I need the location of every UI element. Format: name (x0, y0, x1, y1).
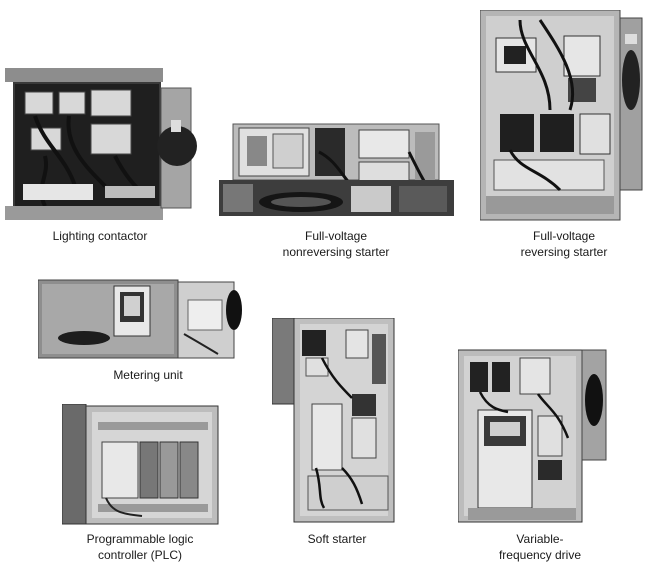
caption-soft-starter: Soft starter (257, 531, 417, 547)
variable-frequency-drive-photo (458, 348, 608, 524)
caption-line: nonreversing starter (282, 245, 390, 259)
caption-fv-reversing: Full-voltage reversing starter (484, 228, 644, 260)
caption-line: Soft starter (307, 532, 367, 546)
lighting-contactor-photo (5, 66, 197, 222)
caption-line: reversing starter (520, 245, 608, 259)
caption-line: Metering unit (113, 368, 183, 382)
plc-photo (62, 404, 220, 526)
fv-reversing-starter-photo (480, 10, 645, 222)
caption-line: Full-voltage (304, 229, 368, 243)
caption-line: Variable- (516, 532, 564, 546)
caption-metering-unit: Metering unit (68, 367, 228, 383)
fv-nonreversing-starter-photo (219, 122, 454, 218)
caption-line: controller (PLC) (97, 548, 183, 562)
caption-line: Programmable logic (86, 532, 194, 546)
caption-fv-nonreversing: Full-voltage nonreversing starter (256, 228, 416, 260)
caption-line: frequency drive (498, 548, 582, 562)
caption-line: Lighting contactor (52, 229, 148, 243)
caption-lighting-contactor: Lighting contactor (20, 228, 180, 244)
caption-plc: Programmable logic controller (PLC) (60, 531, 220, 563)
soft-starter-photo (272, 318, 397, 524)
caption-variable-frequency-drive: Variable- frequency drive (460, 531, 620, 563)
caption-line: Full-voltage (532, 229, 596, 243)
metering-unit-photo (38, 278, 244, 362)
